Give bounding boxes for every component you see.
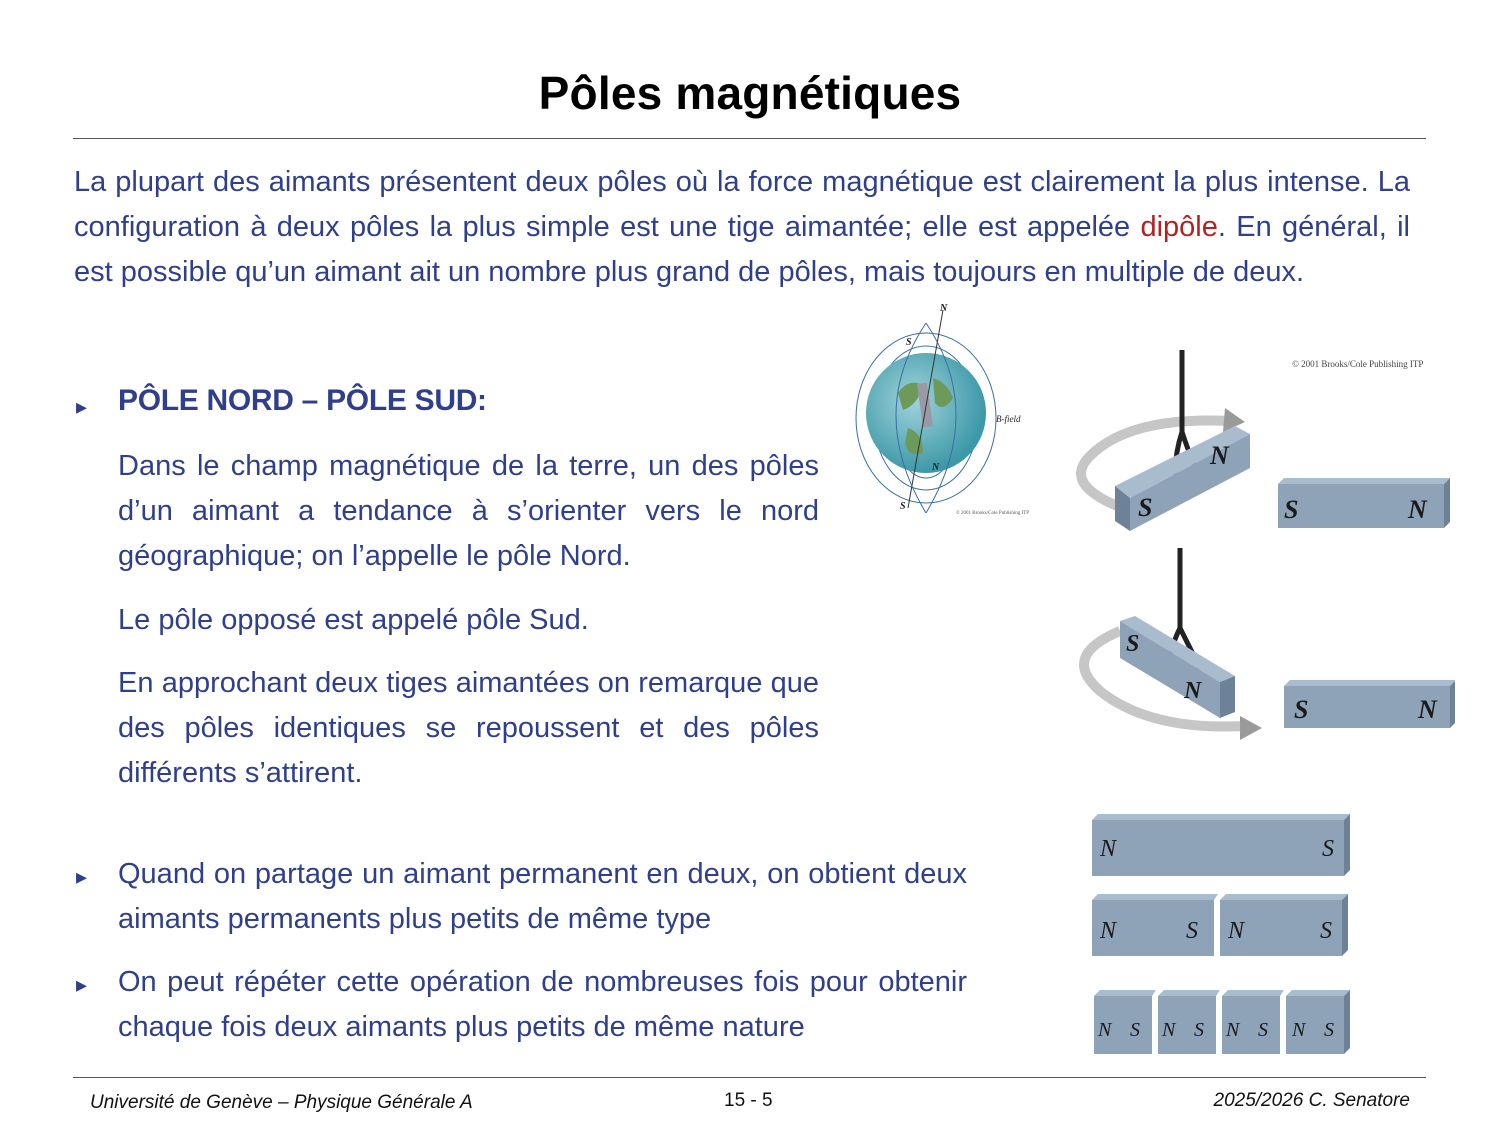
- intro-highlight-dipole: dipôle: [1140, 211, 1218, 243]
- full-magnet-n-label: N: [1099, 836, 1118, 862]
- quarter-magnet-4: [1286, 996, 1344, 1054]
- q3-s-label: S: [1258, 1019, 1268, 1041]
- q2-s-label: S: [1194, 1019, 1204, 1041]
- half-1-n-label: N: [1099, 918, 1118, 944]
- half-magnet-1: [1092, 900, 1214, 956]
- quarter-magnet-3: [1222, 996, 1280, 1054]
- magnet-4-n-label: N: [1417, 695, 1438, 724]
- rotation-arrow-2: [1079, 626, 1246, 732]
- earth-core-magnet: [916, 382, 934, 428]
- full-magnet-s-label: S: [1322, 836, 1334, 862]
- suspended-magnets-figure: © 2001 Brooks/Cole Publishing ITP S N S …: [1076, 350, 1455, 740]
- title-divider: [73, 138, 1426, 139]
- full-magnet: [1092, 820, 1344, 876]
- magnet-3-s-label: S: [1126, 631, 1139, 657]
- slide-title: Pôles magnétiques: [538, 67, 962, 119]
- magnet-4-body: [1284, 686, 1450, 728]
- earth-inner-s-label: S: [906, 337, 912, 348]
- intro-paragraph: La plupart des aimants présentent deux p…: [74, 160, 1410, 295]
- quarter-magnet-2: [1158, 996, 1216, 1054]
- q2-n-label: N: [1161, 1019, 1177, 1041]
- section-heading: PÔLE NORD – PÔLE SUD:: [118, 384, 487, 417]
- magnet-1-top: [1115, 426, 1250, 498]
- magnet-4-s-label: S: [1294, 695, 1308, 724]
- section-paragraph-2: Le pôle opposé est appelé pôle Sud.: [118, 604, 589, 636]
- q4-s-label: S: [1324, 1019, 1334, 1041]
- half-magnet-2: [1220, 900, 1342, 956]
- earth-field-figure: N S N S B-field © 2001 Brooks/Cole Publi…: [855, 303, 1029, 516]
- earth-bfield-label: B-field: [996, 414, 1021, 424]
- quarter-magnet-1: [1094, 996, 1152, 1054]
- earth-s-label: S: [900, 501, 906, 512]
- magnet-3-n-label: N: [1183, 678, 1203, 704]
- triangle-right-icon: ▸: [76, 394, 88, 419]
- magnet-3-face: [1120, 621, 1220, 718]
- magnet-2-body: [1278, 484, 1444, 528]
- split-magnets-figure: N S N S N S N S N S N S N S: [1092, 814, 1350, 1054]
- footer-author: 2025/2026 C. Senatore: [1213, 1090, 1411, 1111]
- footer-divider: [73, 1077, 1426, 1078]
- magnet-1-s-label: S: [1138, 493, 1152, 522]
- half-2-s-label: S: [1320, 918, 1332, 944]
- q4-n-label: N: [1291, 1019, 1307, 1041]
- earth-credit: © 2001 Brooks/Cole Publishing ITP: [956, 510, 1029, 516]
- footer-page-number: 15 - 5: [724, 1090, 773, 1111]
- footer-university: Université de Genève – Physique Générale…: [90, 1092, 473, 1113]
- intro-text-1: La plupart des aimants présentent deux p…: [74, 166, 1410, 243]
- rotation-arrow-1: [1076, 415, 1231, 516]
- magnet-2-n-label: N: [1407, 495, 1428, 524]
- intro-text-2: . En général, il est possible qu’un aima…: [74, 211, 1411, 288]
- q3-n-label: N: [1225, 1019, 1241, 1041]
- half-2-n-label: N: [1227, 918, 1246, 944]
- triangle-right-icon: ▸: [76, 972, 88, 997]
- magnet-1-n-label: N: [1209, 441, 1230, 470]
- section-paragraph-1: Dans le champ magnétique de la terre, un…: [118, 450, 819, 572]
- magnet-1-face: [1130, 434, 1250, 531]
- half-1-s-label: S: [1186, 918, 1198, 944]
- bullet-item-1: Quand on partage un aimant permanent en …: [118, 858, 967, 935]
- magnets-credit: © 2001 Brooks/Cole Publishing ITP: [1292, 359, 1423, 369]
- magnet-2-s-label: S: [1284, 495, 1298, 524]
- earth-inner-n-label: N: [931, 462, 940, 473]
- section-paragraph-3: En approchant deux tiges aimantées on re…: [118, 667, 819, 789]
- triangle-right-icon: ▸: [76, 864, 88, 889]
- bullet-item-2: On peut répéter cette opération de nombr…: [118, 966, 967, 1043]
- q1-s-label: S: [1130, 1019, 1140, 1041]
- q1-n-label: N: [1097, 1019, 1113, 1041]
- earth-n-label: N: [939, 303, 948, 314]
